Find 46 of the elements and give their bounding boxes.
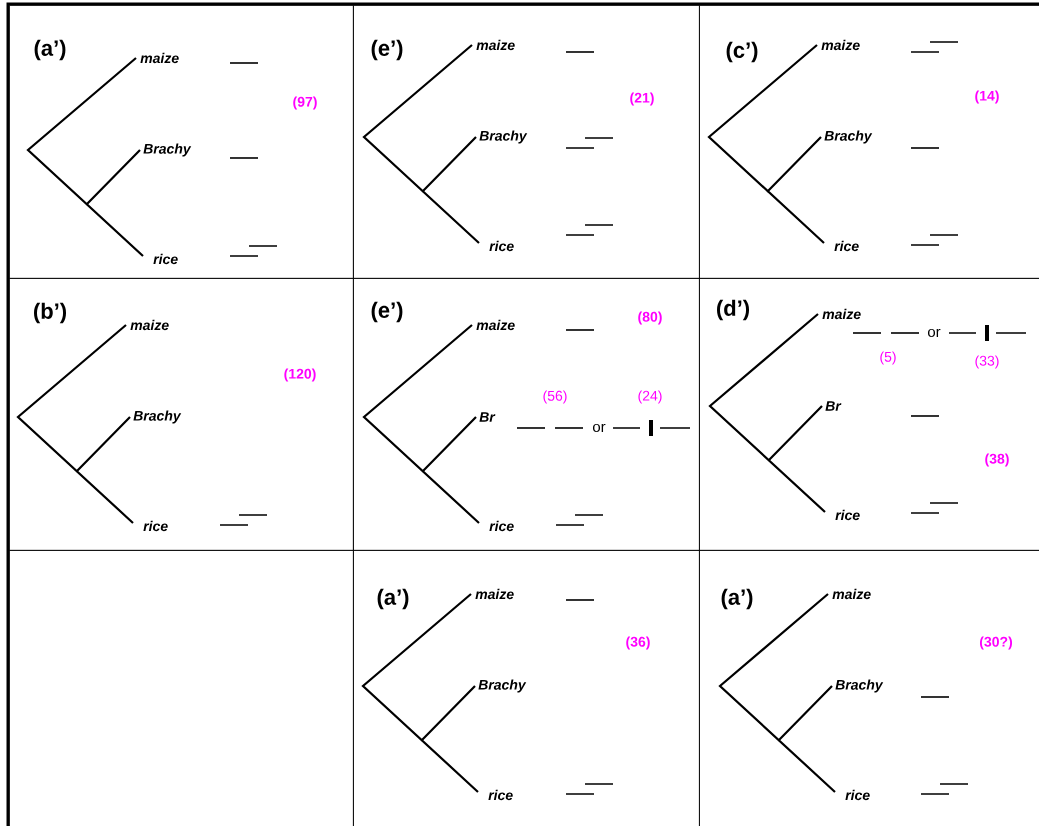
species-label: rice [489,240,514,252]
species-label: Br [825,401,842,411]
species-label: Brachy [479,130,528,144]
tag-label: (a’) [34,39,66,61]
count-label: (5) [880,351,896,365]
species-label: Brachy [133,410,182,424]
count-label: (36) [626,636,650,650]
count-label: (120) [284,368,316,382]
count-label: (80) [638,311,662,325]
tag-label: (a’) [721,588,753,610]
species-label: maize [822,308,861,320]
tag-label: (e’) [371,39,403,61]
species-label: rice [489,520,514,532]
tag-label: (d’) [717,299,749,321]
count-label: (38) [985,453,1009,467]
species-label: Br [479,412,496,422]
count-label: (30?) [979,636,1013,650]
tag-label: (e’) [371,301,403,323]
tag-label: (c’) [726,41,758,63]
species-label: Brachy [478,679,527,693]
species-label: Brachy [835,679,884,693]
tag-label: (a’) [377,588,409,610]
species-label: maize [475,588,514,600]
species-label: Brachy [143,143,192,157]
species-label: maize [476,39,515,51]
count-label: (56) [543,390,567,404]
conjunction-text: or [927,328,941,338]
tag-label: (b’) [34,302,66,324]
species-label: rice [845,789,870,801]
count-label: (24) [638,390,662,404]
species-label: rice [835,509,860,521]
count-label: (14) [975,90,999,104]
species-label: rice [143,520,168,532]
conjunction-text: or [592,423,606,433]
species-label: maize [821,39,860,51]
count-label: (33) [975,355,999,369]
species-label: maize [140,52,179,64]
species-label: rice [488,789,513,801]
species-label: maize [130,319,169,331]
species-label: maize [832,588,871,600]
species-label: rice [834,240,859,252]
count-label: (97) [293,96,317,110]
species-label: maize [476,319,515,331]
species-label: Brachy [824,130,873,144]
species-label: rice [153,253,178,265]
count-label: (21) [630,92,654,106]
